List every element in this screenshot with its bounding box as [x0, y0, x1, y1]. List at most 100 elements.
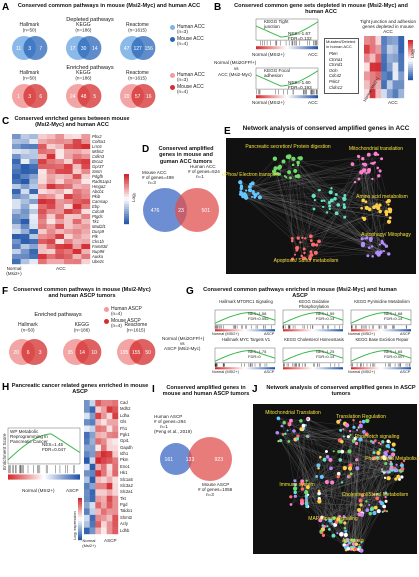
network-node: [349, 434, 351, 436]
heat-cell: [47, 194, 56, 199]
network-node: [319, 456, 322, 459]
network-node: [366, 254, 369, 257]
gsea-grid-g: Hallmark MTORC1 SignalingNES=1.58FDR=0.0…: [212, 300, 418, 376]
heat-cell: [112, 432, 118, 439]
heat-cell: [101, 483, 107, 490]
heat-cell: [64, 174, 73, 179]
network-node: [284, 433, 286, 435]
heat-cell: [12, 139, 21, 144]
panel-title: Conserved enriched genes between mouse (…: [12, 116, 132, 129]
network-node: [381, 468, 383, 470]
venn-set-count: (n=1615): [128, 76, 147, 81]
axis-left: Normal (MSI2+): [252, 100, 285, 105]
venn-circle-right: [188, 437, 232, 481]
heat-cell: [64, 204, 73, 209]
heat-cell: [64, 209, 73, 214]
heat-cell: [81, 139, 90, 144]
right-sub2: n=3: [206, 492, 214, 497]
heat-cell: [21, 199, 30, 204]
network-node: [329, 208, 331, 210]
gsea-stats: NES=-1.60 FDR=0.193: [288, 80, 318, 90]
network-node: [383, 509, 386, 512]
heat-cell: [81, 214, 90, 219]
network-node: [376, 206, 380, 210]
heat-cell: [64, 134, 73, 139]
enriched-title: Enriched pathways: [18, 312, 98, 318]
cluster-label: Pancreatic secretion/ Protein digestion: [245, 144, 331, 150]
venn-left-count: 11: [16, 46, 21, 52]
network-node: [367, 153, 371, 157]
network-node: [320, 475, 324, 479]
heat-cell: [387, 63, 393, 72]
heat-cell: [101, 445, 107, 452]
panel-d: D Conserved amplified genes in mouse and…: [140, 114, 222, 280]
heat-cell: [21, 159, 30, 164]
heat-cell: [90, 515, 96, 522]
heat-cell: [47, 244, 56, 249]
venn-set-count: (n=186): [75, 28, 91, 33]
heat-cell: [38, 179, 47, 184]
heat-cell: [84, 502, 90, 509]
heat-cell: [112, 521, 118, 528]
heat-cell: [370, 63, 376, 72]
panel-label: D: [142, 144, 149, 155]
heat-cell: [81, 234, 90, 239]
heat-cell: [95, 477, 101, 484]
gsea-stats: NES=1.75FDR=0: [248, 350, 266, 359]
heat-cell: [112, 502, 118, 509]
heat-cell: [84, 400, 90, 407]
network-e: Pancreatic secretion/ Protein digestionM…: [226, 138, 416, 274]
gsea-name: KEGG Base Excision Repair: [352, 338, 412, 343]
heat-cell: [90, 521, 96, 528]
network-node: [289, 419, 293, 423]
scale-step: [124, 202, 129, 205]
heat-cell: [55, 169, 64, 174]
heat-cell: [47, 139, 56, 144]
venn-mid-count: 3: [28, 46, 31, 52]
network-node: [277, 417, 281, 421]
network-node: [343, 206, 346, 209]
heat-cell: [364, 54, 370, 63]
heat-cell: [21, 249, 30, 254]
venn-left-count: 20: [13, 350, 19, 356]
heat-cell: [101, 426, 107, 433]
network-node: [331, 523, 333, 525]
heat-cell: [81, 134, 90, 139]
network-node: [315, 243, 318, 246]
scale-step: [408, 40, 413, 42]
heat-cell: [107, 438, 113, 445]
heat-cell: [64, 229, 73, 234]
network-node: [304, 237, 306, 239]
heat-cell: [107, 521, 113, 528]
heat-cell: [38, 254, 47, 259]
heat-cell: [12, 144, 21, 149]
heat-cell: [12, 249, 21, 254]
heat-cell: [95, 508, 101, 515]
network-node: [369, 512, 373, 516]
scale-step: [78, 504, 82, 506]
network-node: [347, 547, 350, 550]
heat-cell: [393, 45, 399, 54]
network-node: [373, 152, 377, 156]
network-node: [333, 450, 335, 452]
network-node: [374, 506, 378, 510]
heat-cell: [21, 149, 30, 154]
heat-cell: [55, 164, 64, 169]
heat-cell: [81, 239, 90, 244]
network-node: [379, 169, 382, 172]
heat-cell: [55, 204, 64, 209]
heat-cell: [12, 244, 21, 249]
venn-right-count: 5: [93, 94, 96, 100]
heat-cell: [398, 80, 404, 89]
legend-depleted: Human ACC(n=3)Mouse ACC(n=4): [170, 24, 212, 54]
heat-cell: [29, 204, 38, 209]
network-node: [371, 255, 374, 258]
venn-circle-right: [23, 36, 47, 60]
network-node: [400, 475, 403, 478]
network-node: [345, 423, 349, 427]
heat-cell: [107, 413, 113, 420]
scale-step: [408, 60, 413, 62]
venn-left-count: 476: [151, 208, 160, 214]
heat-cell: [387, 71, 393, 80]
heat-cell: [12, 184, 21, 189]
